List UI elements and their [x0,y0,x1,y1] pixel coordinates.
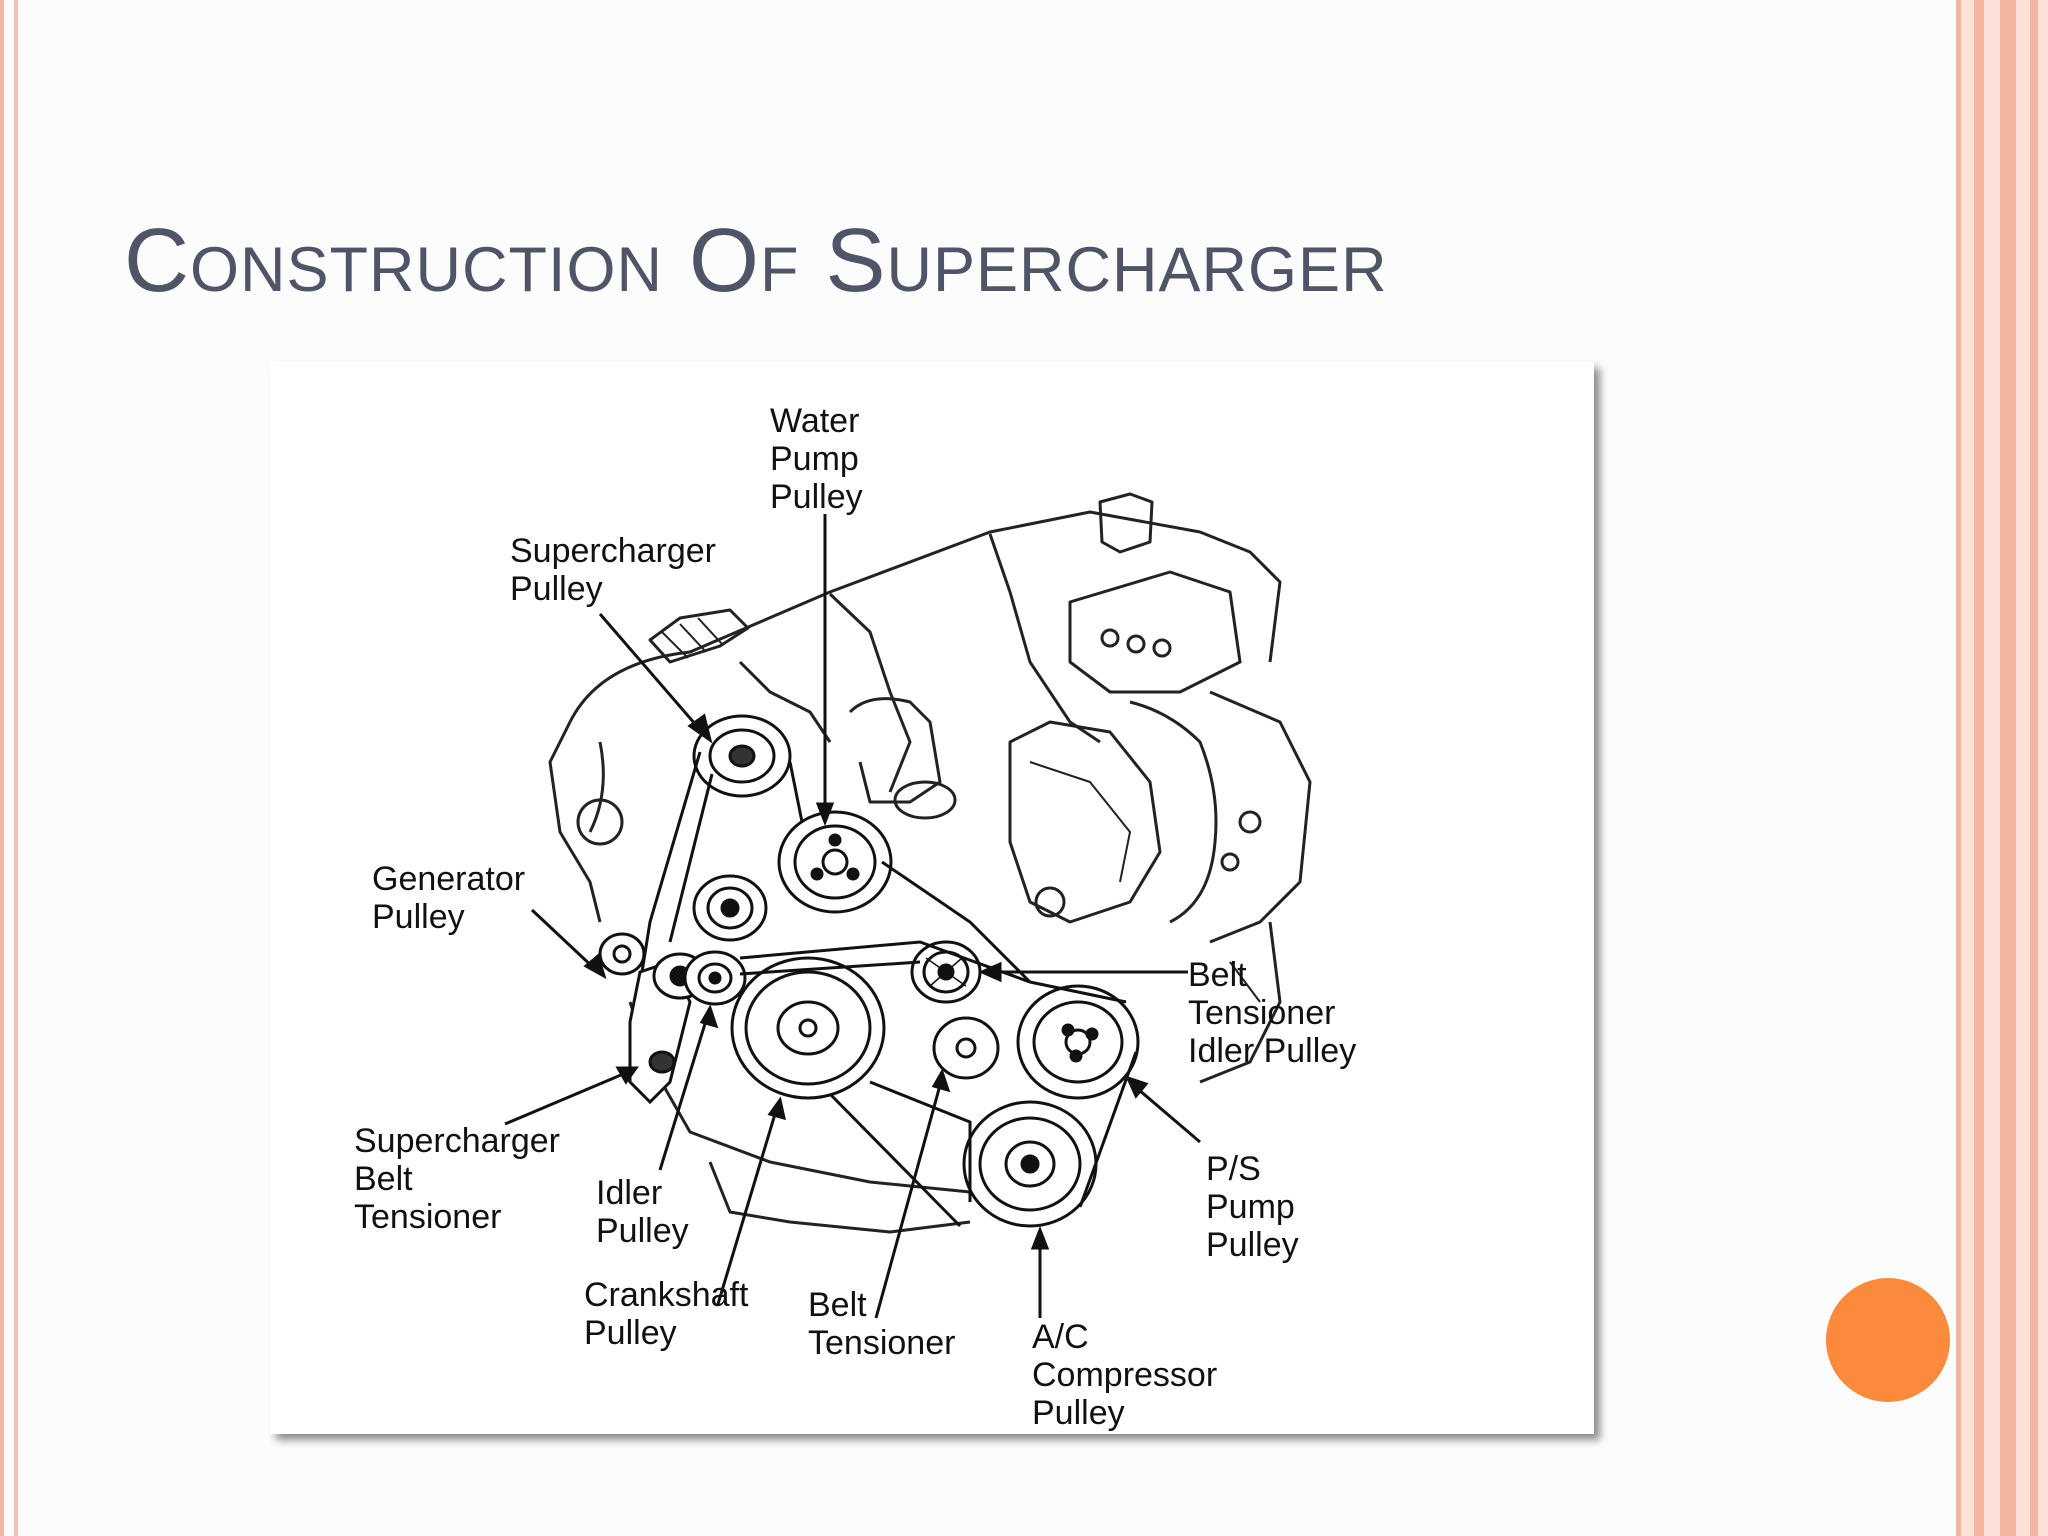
label-water-pump-pulley: Water Pump Pulley [770,402,869,516]
left-border-line-inner [14,0,18,1536]
belt-tensioner [932,1016,1000,1080]
engine-diagram-frame: Water Pump Pulley Supercharger Pulley Ge… [270,362,1594,1434]
label-ps-pump-pulley: P/S Pump Pulley [1206,1150,1304,1264]
idler-pulley [683,950,747,1006]
label-crankshaft-pulley: Crankshaft Pulley [584,1276,758,1352]
crankshaft-pulley [730,956,886,1100]
engine-block-illustration [548,492,1312,1234]
ps-pump-pulley [1016,984,1140,1100]
label-belt-tensioner: Belt Tensioner [808,1286,955,1362]
label-ac-compressor-pulley: A/C Compressor Pulley [1032,1318,1227,1432]
engine-belt-diagram: Water Pump Pulley Supercharger Pulley Ge… [354,402,1356,1432]
label-supercharger-pulley: Supercharger Pulley [510,532,725,608]
right-stripe-3 [2000,0,2016,1536]
label-belt-tensioner-idler-pulley: Belt Tensioner Idler Pulley [1188,956,1356,1070]
slide-title: Construction Of Supercharger [124,211,1388,311]
left-border-line [0,0,4,1536]
diagram-callouts: Water Pump Pulley Supercharger Pulley Ge… [354,402,1356,1432]
accent-circle [1826,1278,1950,1402]
idler-pulley-upper [692,874,768,942]
supercharger-pulley [692,714,792,798]
right-stripe-2 [1974,0,1984,1536]
drive-belts [640,751,1138,1228]
leader-lines [504,514,1201,1319]
right-stripe-4 [2030,0,2038,1536]
right-stripe-1 [1956,0,1961,1536]
label-supercharger-belt-tensioner: Supercharger Belt Tensioner [354,1122,569,1236]
ac-compressor-pulley [962,1100,1098,1228]
label-generator-pulley: Generator Pulley [372,860,535,936]
generator-pulley [598,932,646,976]
label-idler-pulley: Idler Pulley [596,1174,689,1250]
water-pump-pulley [777,810,893,914]
